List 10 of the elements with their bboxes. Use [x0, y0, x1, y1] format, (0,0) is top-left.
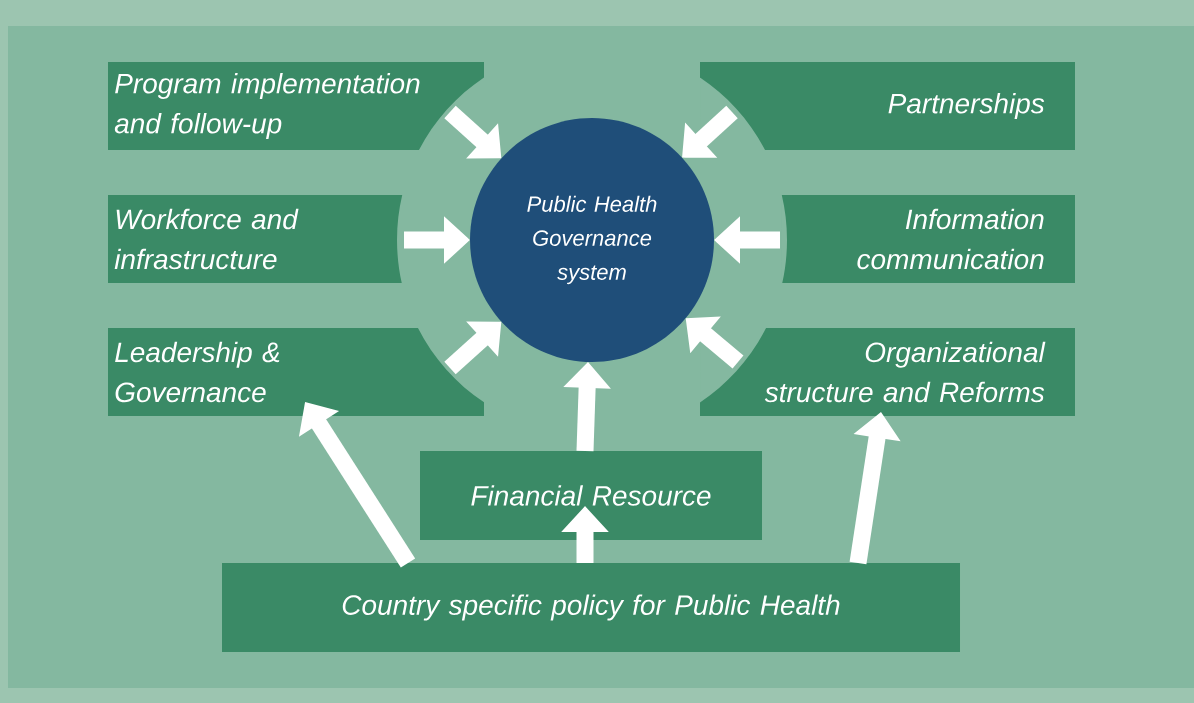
- text-box: Financial Resource: [420, 451, 762, 540]
- text-box: Program implementation and follow-up: [108, 62, 484, 150]
- text-box: Country specific policy for Public Health: [222, 563, 960, 652]
- text-box: Organizational structure and Reforms: [700, 328, 1075, 416]
- arrow: [682, 105, 738, 158]
- text-box: Leadership & Governance: [108, 328, 484, 416]
- text-box: Information communication: [781, 195, 1075, 283]
- text-box: Workforce and infrastructure: [108, 195, 403, 283]
- text-box: Partnerships: [700, 62, 1075, 150]
- arrow: [298, 402, 416, 568]
